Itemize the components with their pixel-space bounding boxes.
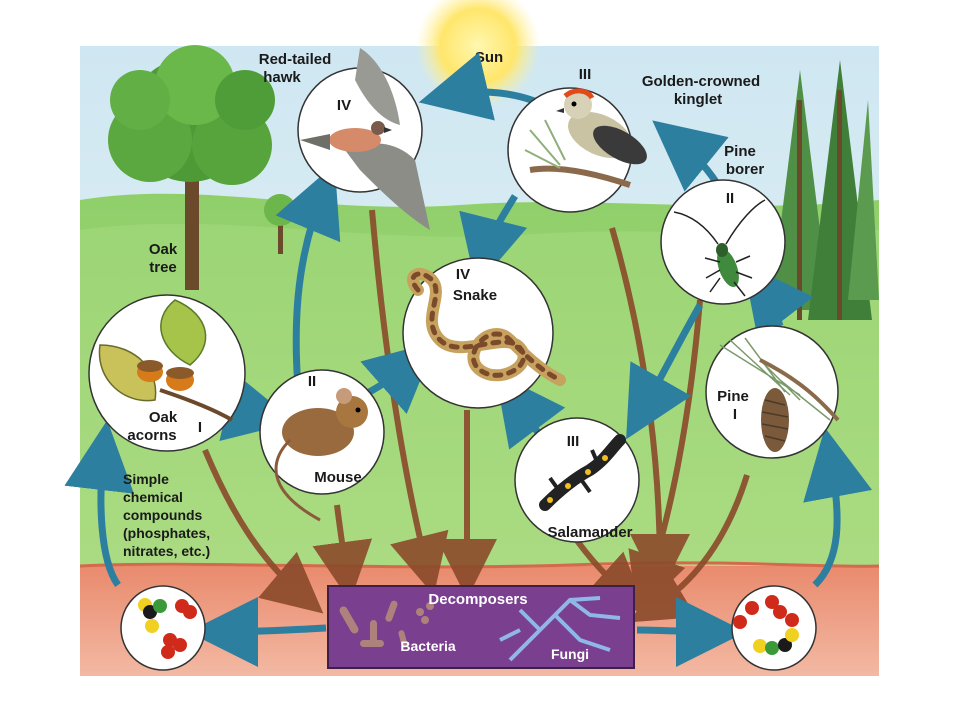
arrow-pine-to-decomposers bbox=[629, 474, 750, 623]
mouse-level: II bbox=[308, 373, 316, 390]
molecules-icon bbox=[138, 598, 197, 659]
acorn-leaves-icon bbox=[98, 299, 234, 422]
molecules-icon bbox=[733, 595, 799, 655]
pine-borer-node: II bbox=[660, 179, 786, 305]
pine-borer-icon bbox=[673, 199, 766, 297]
arrow-acorns-to-decomposers bbox=[202, 448, 324, 614]
mouse-icon bbox=[274, 388, 368, 522]
salamander-level: III bbox=[567, 433, 580, 450]
oak-tree-label-line1: Oak bbox=[149, 241, 178, 258]
arrow-mouse-to-decomposers bbox=[312, 504, 373, 602]
snake-node: IV Snake bbox=[402, 257, 566, 409]
pine-borer-label-line1: Pine bbox=[724, 143, 756, 160]
kinglet-label-line1: Golden-crowned bbox=[642, 73, 760, 90]
bacteria-icon bbox=[339, 600, 434, 648]
pine-label: Pine bbox=[717, 388, 749, 405]
hawk-level: IV bbox=[337, 97, 351, 114]
sun-label: Sun bbox=[475, 49, 503, 66]
compounds-label-line3: compounds bbox=[123, 507, 203, 523]
compounds-label-line4: (phosphates, bbox=[123, 525, 210, 541]
kinglet-level: III bbox=[579, 66, 592, 83]
decomposers-box: Decomposers Bacteria Fungi bbox=[327, 585, 635, 669]
mouse-label: Mouse bbox=[314, 469, 362, 486]
oak-acorns-node: Oak acorns I bbox=[88, 294, 246, 452]
oak-acorns-label-line1: Oak bbox=[149, 409, 178, 426]
arrow-decomposers-to-right-compounds bbox=[636, 596, 746, 667]
pine-cone-icon bbox=[719, 337, 840, 452]
fungi-icon bbox=[499, 596, 621, 662]
decomposers-label: Decomposers bbox=[428, 591, 527, 608]
hawk-icon bbox=[300, 48, 430, 230]
oak-tree-icon bbox=[108, 45, 275, 290]
kinglet-icon bbox=[524, 88, 647, 188]
snake-level: IV bbox=[456, 266, 470, 283]
bacteria-label: Bacteria bbox=[400, 638, 455, 654]
snake-icon bbox=[407, 267, 566, 386]
salamander-icon bbox=[539, 434, 626, 511]
oak-acorns-label-line2: acorns bbox=[127, 427, 176, 444]
oak-acorns-level: I bbox=[198, 419, 202, 436]
pine-borer-label-line2: borer bbox=[726, 161, 765, 178]
kinglet-node: III bbox=[507, 66, 647, 213]
kinglet-label-line2: kinglet bbox=[674, 91, 722, 108]
arrow-decomposers-to-left-compounds bbox=[188, 596, 327, 667]
pine-node: Pine I bbox=[705, 325, 840, 459]
left-compounds-node bbox=[120, 585, 206, 671]
oak-tree-label-line2: tree bbox=[149, 259, 177, 276]
compounds-label-line5: nitrates, etc.) bbox=[123, 543, 210, 559]
pine-level: I bbox=[733, 406, 737, 423]
fungi-label: Fungi bbox=[551, 646, 589, 662]
salamander-label: Salamander bbox=[547, 524, 632, 541]
compounds-label: Simple chemical compounds (phosphates, n… bbox=[123, 471, 210, 559]
arrow-compounds-to-acorns bbox=[64, 420, 134, 588]
arrow-pineborer-to-salamander bbox=[626, 303, 704, 440]
arrow-kinglet-to-snake bbox=[459, 194, 528, 288]
pine-borer-level: II bbox=[726, 190, 734, 207]
hawk-node: IV bbox=[297, 48, 430, 230]
snake-label: Snake bbox=[453, 287, 497, 304]
arrow-pineborer-to-decomposers bbox=[628, 299, 703, 615]
compounds-label-line1: Simple bbox=[123, 471, 169, 487]
arrow-compounds-to-pine bbox=[803, 427, 873, 588]
salamander-node: III Salamander bbox=[514, 417, 640, 543]
hawk-label-line2: hawk bbox=[263, 69, 301, 86]
compounds-label-line2: chemical bbox=[123, 489, 183, 505]
hawk-label-line1: Red-tailed bbox=[259, 51, 332, 68]
right-compounds-node bbox=[731, 585, 817, 671]
mouse-node: II Mouse bbox=[259, 369, 385, 522]
